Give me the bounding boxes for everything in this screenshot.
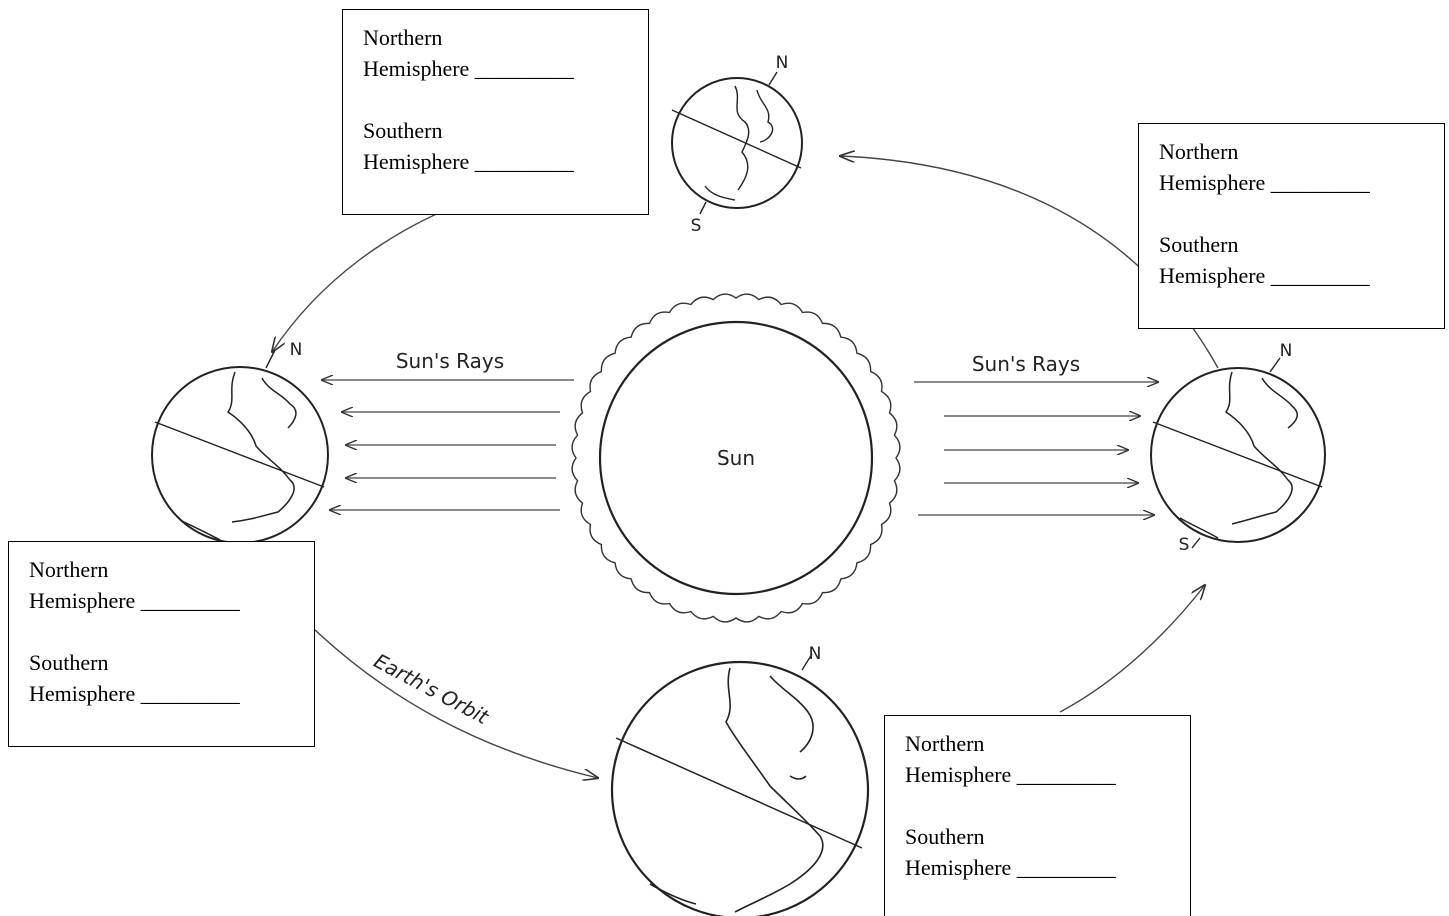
earth-top-globe bbox=[671, 77, 803, 209]
answer-box-top: Northern Hemisphere _________ Southern H… bbox=[342, 9, 649, 215]
earth-top-south-label: S bbox=[691, 216, 702, 236]
earth-bottom-continents bbox=[649, 667, 824, 913]
southern-label: Southern bbox=[29, 650, 109, 675]
southern-hemisphere-blank[interactable]: Hemisphere _________ bbox=[363, 149, 574, 174]
earth-right-axis-s bbox=[1191, 537, 1201, 549]
earth-right-south-label: S bbox=[1179, 535, 1190, 555]
sun-rays-right-label: Sun's Rays bbox=[972, 352, 1080, 376]
northern-hemisphere-blank[interactable]: Hemisphere _________ bbox=[363, 56, 574, 81]
northern-label: Northern bbox=[1159, 139, 1239, 164]
earth-bottom: N bbox=[610, 644, 870, 916]
southern-label: Southern bbox=[1159, 232, 1239, 257]
earth-top-continents bbox=[704, 85, 774, 201]
sun-rays-left-label: Sun's Rays bbox=[396, 349, 504, 373]
answer-box-left: Northern Hemisphere _________ Southern H… bbox=[8, 541, 315, 747]
sun: Sun bbox=[571, 293, 901, 623]
earth-top-axis-n bbox=[768, 71, 778, 86]
earth-left-equator bbox=[154, 421, 325, 488]
earth-right-axis-n bbox=[1269, 357, 1281, 373]
earth-left-continents bbox=[179, 371, 297, 541]
earth-left: N bbox=[151, 340, 329, 544]
northern-label: Northern bbox=[363, 25, 443, 50]
northern-label: Northern bbox=[29, 557, 109, 582]
northern-label: Northern bbox=[905, 731, 985, 756]
earth-top: N S bbox=[671, 53, 803, 236]
earth-bottom-north-label: N bbox=[809, 644, 822, 664]
earth-right-continents bbox=[1179, 371, 1298, 539]
earth-bottom-equator bbox=[615, 737, 863, 849]
southern-hemisphere-blank[interactable]: Hemisphere _________ bbox=[29, 681, 240, 706]
sun-rays-left bbox=[322, 380, 574, 510]
northern-hemisphere-blank[interactable]: Hemisphere _________ bbox=[905, 762, 1116, 787]
sun-corona bbox=[571, 293, 901, 623]
northern-hemisphere-blank[interactable]: Hemisphere _________ bbox=[29, 588, 240, 613]
answer-box-bottom: Northern Hemisphere _________ Southern H… bbox=[884, 715, 1191, 916]
southern-hemisphere-blank[interactable]: Hemisphere _________ bbox=[905, 855, 1116, 880]
earth-bottom-globe bbox=[610, 660, 870, 916]
southern-hemisphere-blank[interactable]: Hemisphere _________ bbox=[1159, 263, 1370, 288]
earth-left-axis-n bbox=[265, 349, 276, 369]
southern-label: Southern bbox=[363, 118, 443, 143]
answer-box-right: Northern Hemisphere _________ Southern H… bbox=[1138, 123, 1445, 329]
earth-left-north-label: N bbox=[290, 340, 303, 360]
earth-right: N S bbox=[1150, 341, 1326, 555]
earth-top-axis-s bbox=[699, 201, 707, 215]
northern-hemisphere-blank[interactable]: Hemisphere _________ bbox=[1159, 170, 1370, 195]
southern-label: Southern bbox=[905, 824, 985, 849]
orbit-arc-bottom-to-right bbox=[1059, 585, 1205, 713]
earth-bottom-axis-n bbox=[801, 653, 813, 671]
orbit-arc-top-to-left bbox=[272, 199, 471, 352]
earth-right-north-label: N bbox=[1280, 341, 1293, 361]
sun-rays-right bbox=[914, 382, 1158, 515]
sun-disc bbox=[598, 320, 874, 596]
earth-right-equator bbox=[1152, 421, 1323, 488]
earth-top-equator bbox=[671, 109, 802, 169]
earth-top-north-label: N bbox=[776, 53, 789, 73]
sun-label: Sun bbox=[717, 446, 755, 470]
orbit-arc-left-to-bottom bbox=[314, 629, 598, 778]
